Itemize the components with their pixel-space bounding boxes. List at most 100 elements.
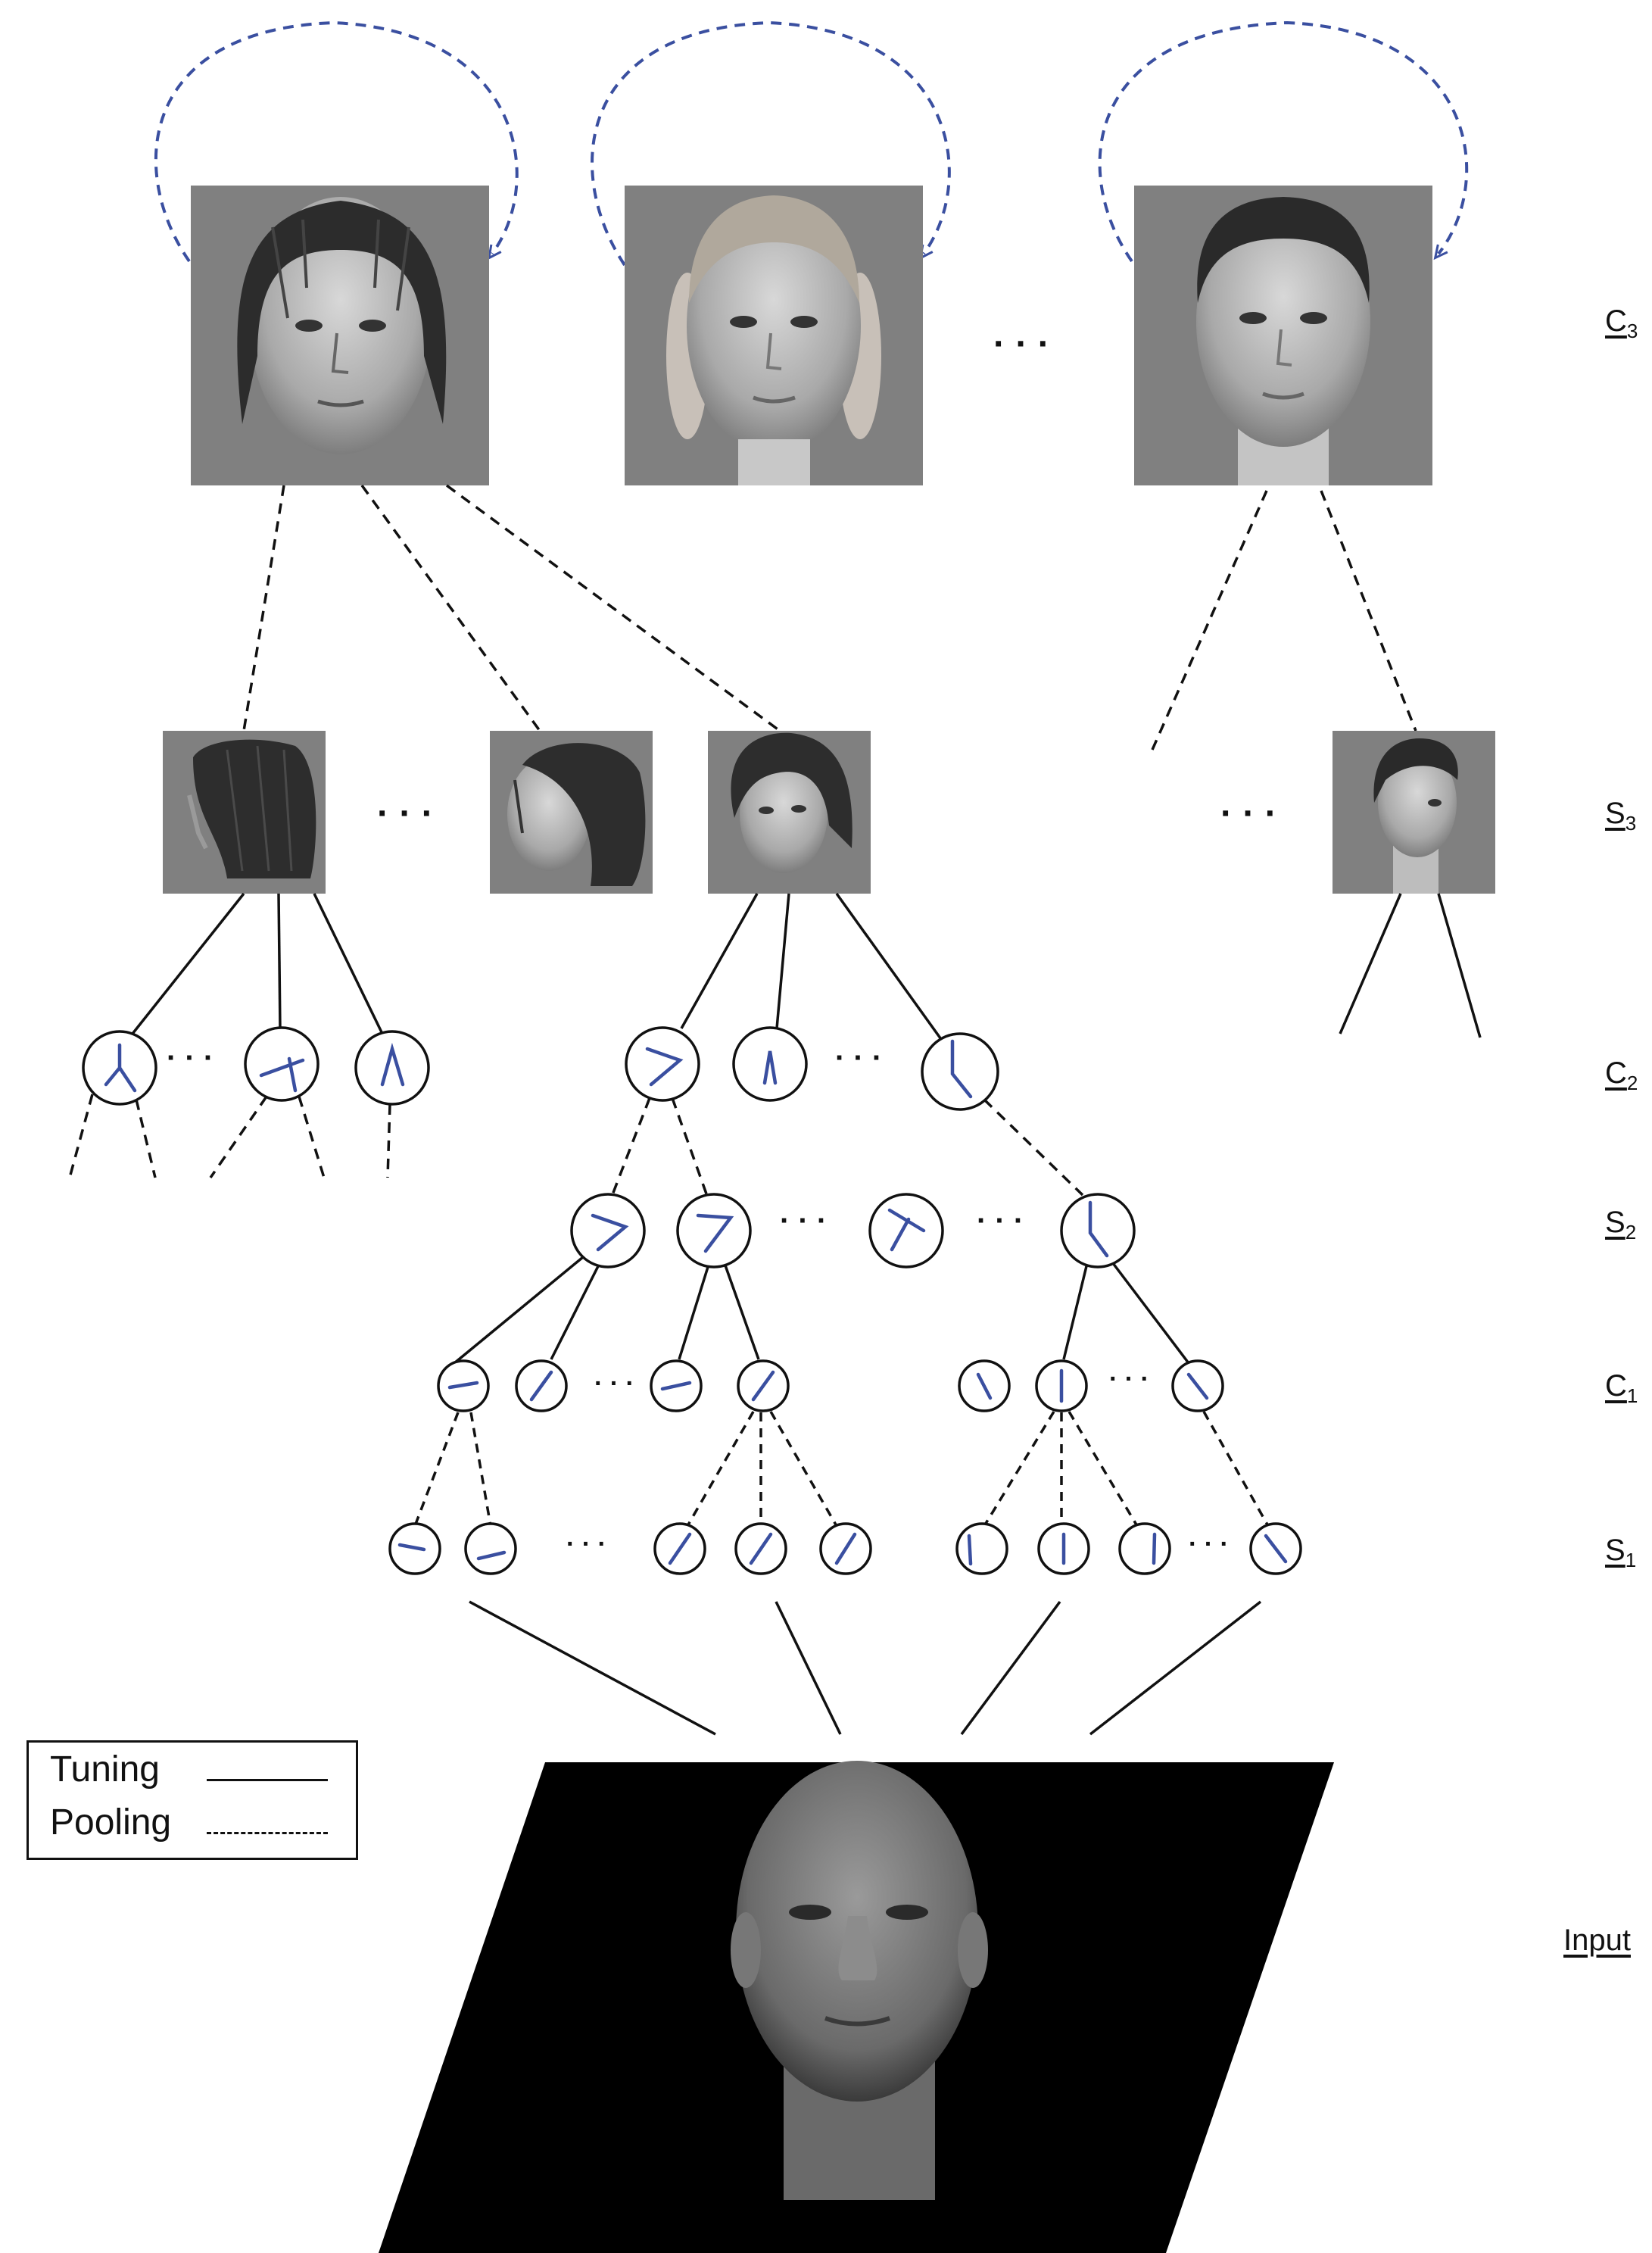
s1-unit <box>955 1522 1008 1575</box>
pooling-line <box>686 1411 755 1527</box>
s2-ellipsis-1: · · · <box>780 1204 827 1237</box>
label-s3: S3 <box>1605 797 1636 835</box>
pooling-line <box>386 1103 391 1178</box>
edge-feature-icon <box>476 1550 507 1561</box>
edge-feature-icon <box>1264 1534 1288 1564</box>
c2-to-s2-pooling <box>68 1094 1084 1199</box>
c2-ellipsis-2: · · · <box>835 1041 882 1075</box>
tuning-line <box>1062 1265 1088 1360</box>
edge-feature-icon <box>447 1381 479 1390</box>
pooling-line <box>360 484 541 732</box>
s3-ellipsis-1: · · · <box>377 794 434 834</box>
recurrent-arc-1 <box>154 20 519 263</box>
legend-pooling-label: Pooling <box>50 1802 172 1843</box>
pooling-line <box>1202 1411 1270 1527</box>
label-c2-text: C2 <box>1605 1056 1638 1094</box>
edge-feature-icon <box>668 1532 692 1565</box>
label-c3: C3 <box>1605 304 1638 343</box>
corner-feature-icon <box>696 1213 734 1253</box>
s3-view-unit-2 <box>490 731 653 894</box>
c2-unit <box>921 1032 999 1111</box>
s1-unit <box>1118 1522 1171 1575</box>
s3-view-unit-4 <box>1333 731 1495 894</box>
pooling-line <box>135 1099 157 1178</box>
pooling-line <box>769 1411 838 1527</box>
legend-tuning-line <box>207 1779 328 1781</box>
s1-ellipsis-2: · · · <box>1189 1530 1229 1559</box>
tuning-line <box>1111 1262 1190 1365</box>
label-c1: C1 <box>1605 1369 1638 1408</box>
c1-ellipsis-2: · · · <box>1109 1365 1149 1393</box>
corner-feature-icon <box>645 1047 684 1087</box>
c2-unit <box>354 1030 430 1106</box>
pooling-line <box>1068 1411 1139 1527</box>
s2-unit <box>1060 1193 1136 1268</box>
tuning-line <box>453 1256 584 1365</box>
s1-unit <box>464 1522 517 1575</box>
s1-units <box>388 1522 1302 1575</box>
pooling-line <box>1320 490 1417 732</box>
edge-feature-icon <box>660 1381 692 1391</box>
edge-feature-icon <box>397 1543 426 1552</box>
label-s3-text: S3 <box>1605 797 1637 835</box>
s2-unit <box>676 1193 752 1268</box>
legend: Tuning Pooling <box>26 1740 358 1860</box>
pooling-line <box>983 1411 1055 1527</box>
c1-ellipsis-1: · · · <box>594 1369 634 1398</box>
tuning-line <box>1089 1600 1262 1736</box>
input-face-image <box>379 1761 1334 2253</box>
c3-face-unit-3 <box>1134 186 1432 485</box>
pooling-line <box>68 1094 94 1178</box>
pooling-line <box>298 1096 326 1178</box>
tuning-line <box>1339 893 1402 1034</box>
legend-pooling-line <box>207 1832 328 1834</box>
edge-feature-icon <box>1186 1372 1209 1400</box>
s3-view-unit-1 <box>163 731 326 894</box>
edge-feature-icon <box>834 1532 857 1565</box>
corner-feature-icon <box>887 1208 926 1252</box>
corner-feature-icon <box>591 1213 629 1252</box>
corner-feature-icon <box>950 1039 973 1099</box>
s2-features <box>591 1200 1109 1258</box>
edge-feature-icon <box>749 1532 773 1565</box>
s2-unit <box>570 1193 646 1268</box>
tuning-line <box>550 1265 600 1360</box>
edge-feature-icon <box>967 1534 973 1566</box>
label-s2-text: S2 <box>1605 1206 1637 1244</box>
corner-feature-icon <box>104 1043 137 1093</box>
label-s1: S1 <box>1605 1534 1636 1572</box>
s1-to-input-tuning <box>469 1600 1262 1736</box>
tuning-line <box>469 1600 716 1736</box>
label-c1-text: C1 <box>1605 1369 1638 1407</box>
label-s2: S2 <box>1605 1206 1636 1244</box>
c1-features <box>447 1368 1209 1403</box>
c1-units <box>437 1359 1224 1412</box>
c3-to-s3-pooling <box>242 484 1417 750</box>
pooling-line <box>671 1097 709 1199</box>
c2-unit <box>244 1026 319 1102</box>
legend-tuning-label: Tuning <box>50 1749 160 1790</box>
edge-feature-icon <box>529 1370 553 1402</box>
label-c2: C2 <box>1605 1056 1638 1095</box>
c2-ellipsis-1: · · · <box>167 1041 214 1075</box>
pooling-line <box>983 1098 1084 1197</box>
edge-feature-icon <box>976 1372 993 1400</box>
corner-feature-icon <box>380 1042 405 1087</box>
tuning-line <box>724 1265 760 1360</box>
tuning-line <box>775 893 790 1029</box>
label-input: Input <box>1563 1924 1631 1958</box>
tuning-line <box>1437 893 1482 1038</box>
tuning-line <box>678 1266 709 1360</box>
c2-features <box>104 1039 973 1099</box>
pooling-line <box>242 485 285 732</box>
s2-unit <box>868 1193 944 1268</box>
corner-feature-icon <box>762 1050 778 1085</box>
recurrent-arcs <box>154 20 1469 267</box>
edge-feature-icon <box>1152 1532 1157 1565</box>
s2-to-c1-tuning <box>453 1256 1190 1365</box>
c1-to-s1-pooling <box>413 1411 1270 1527</box>
c3-face-unit-1 <box>191 186 489 485</box>
corner-feature-icon <box>1088 1200 1109 1258</box>
pooling-line <box>610 1097 651 1197</box>
